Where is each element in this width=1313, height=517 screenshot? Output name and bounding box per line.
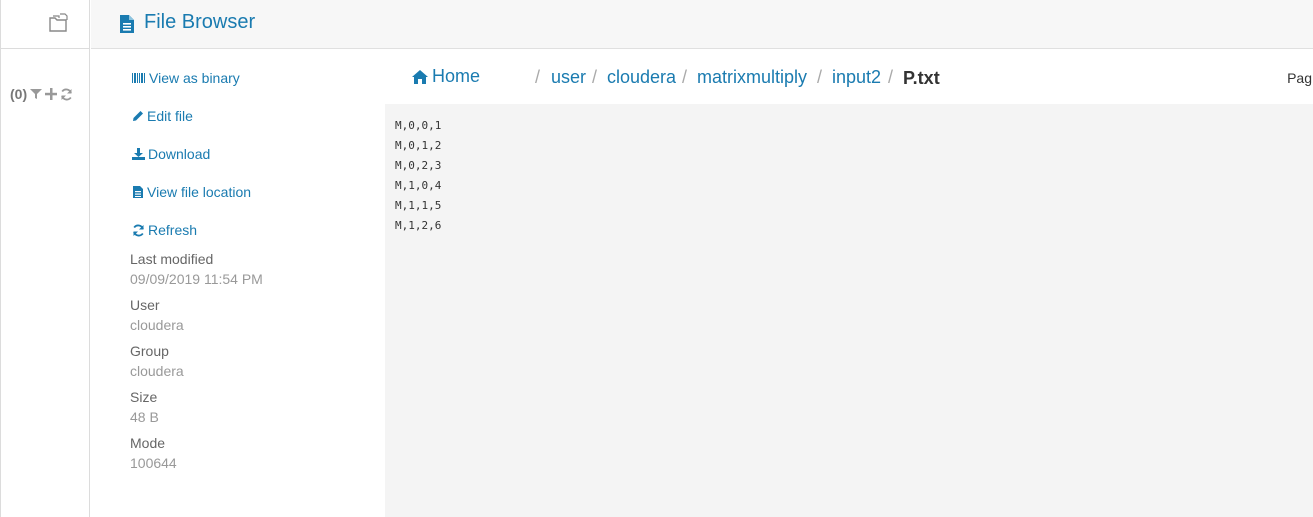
file-content-text: M,0,0,1 M,0,1,2 M,0,2,3 M,1,0,4 M,1,1,5 … <box>395 119 442 232</box>
binary-icon <box>132 73 145 83</box>
user-label: User <box>130 297 160 313</box>
folder-open-icon[interactable] <box>47 13 69 33</box>
last-modified-value: 09/09/2019 11:54 PM <box>130 271 263 287</box>
user-value: cloudera <box>130 317 184 333</box>
refresh-icon[interactable] <box>60 88 73 101</box>
file-content-viewer[interactable]: M,0,0,1 M,0,1,2 M,0,2,3 M,1,0,4 M,1,1,5 … <box>385 104 1313 517</box>
pencil-icon <box>133 111 143 121</box>
pager-label: Pag <box>1287 70 1312 86</box>
download-icon <box>132 148 145 160</box>
view-file-location-link[interactable]: View file location <box>132 184 251 200</box>
breadcrumb-separator: / <box>888 67 894 87</box>
mode-value: 100644 <box>130 455 177 471</box>
breadcrumb: Home / user / cloudera / matrixmultiply … <box>412 66 1312 92</box>
breadcrumb-item-user[interactable]: user <box>551 67 587 87</box>
mode-label: Mode <box>130 435 166 451</box>
view-as-binary-link[interactable]: View as binary <box>132 70 240 86</box>
filter-icon[interactable] <box>30 88 43 100</box>
refresh-label: Refresh <box>148 222 198 238</box>
left-toolbar: (0) <box>10 86 73 102</box>
breadcrumb-item-matrixmultiply[interactable]: matrixmultiply <box>697 67 808 87</box>
download-label: Download <box>148 146 211 162</box>
left-panel: (0) <box>0 0 90 517</box>
breadcrumb-separator: / <box>682 67 688 87</box>
file-icon <box>133 186 143 198</box>
breadcrumb-home[interactable]: Home <box>412 66 480 87</box>
breadcrumb-current-file: P.txt <box>903 68 940 88</box>
home-icon <box>412 69 428 84</box>
history-count: (0) <box>10 86 28 102</box>
refresh-icon <box>133 224 144 236</box>
breadcrumb-separator: / <box>535 67 541 87</box>
group-label: Group <box>130 343 169 359</box>
file-icon <box>120 15 134 33</box>
breadcrumb-separator: / <box>592 67 598 87</box>
edit-file-link[interactable]: Edit file <box>132 108 193 124</box>
view-as-binary-label: View as binary <box>149 70 240 86</box>
size-value: 48 B <box>130 409 159 425</box>
page-title: File Browser <box>144 11 256 33</box>
size-label: Size <box>130 389 158 405</box>
breadcrumb-separator: / <box>817 67 823 87</box>
group-value: cloudera <box>130 363 184 379</box>
breadcrumb-item-input2[interactable]: input2 <box>832 67 882 87</box>
refresh-link[interactable]: Refresh <box>132 222 197 238</box>
breadcrumb-home-label: Home <box>432 66 481 86</box>
plus-icon[interactable] <box>45 88 58 100</box>
view-file-location-label: View file location <box>147 184 252 200</box>
download-link[interactable]: Download <box>132 146 210 162</box>
last-modified-label: Last modified <box>130 251 214 267</box>
app-header: File Browser <box>91 0 1313 49</box>
left-panel-header <box>1 0 89 49</box>
edit-file-label: Edit file <box>147 108 193 124</box>
breadcrumb-item-cloudera[interactable]: cloudera <box>607 67 677 87</box>
